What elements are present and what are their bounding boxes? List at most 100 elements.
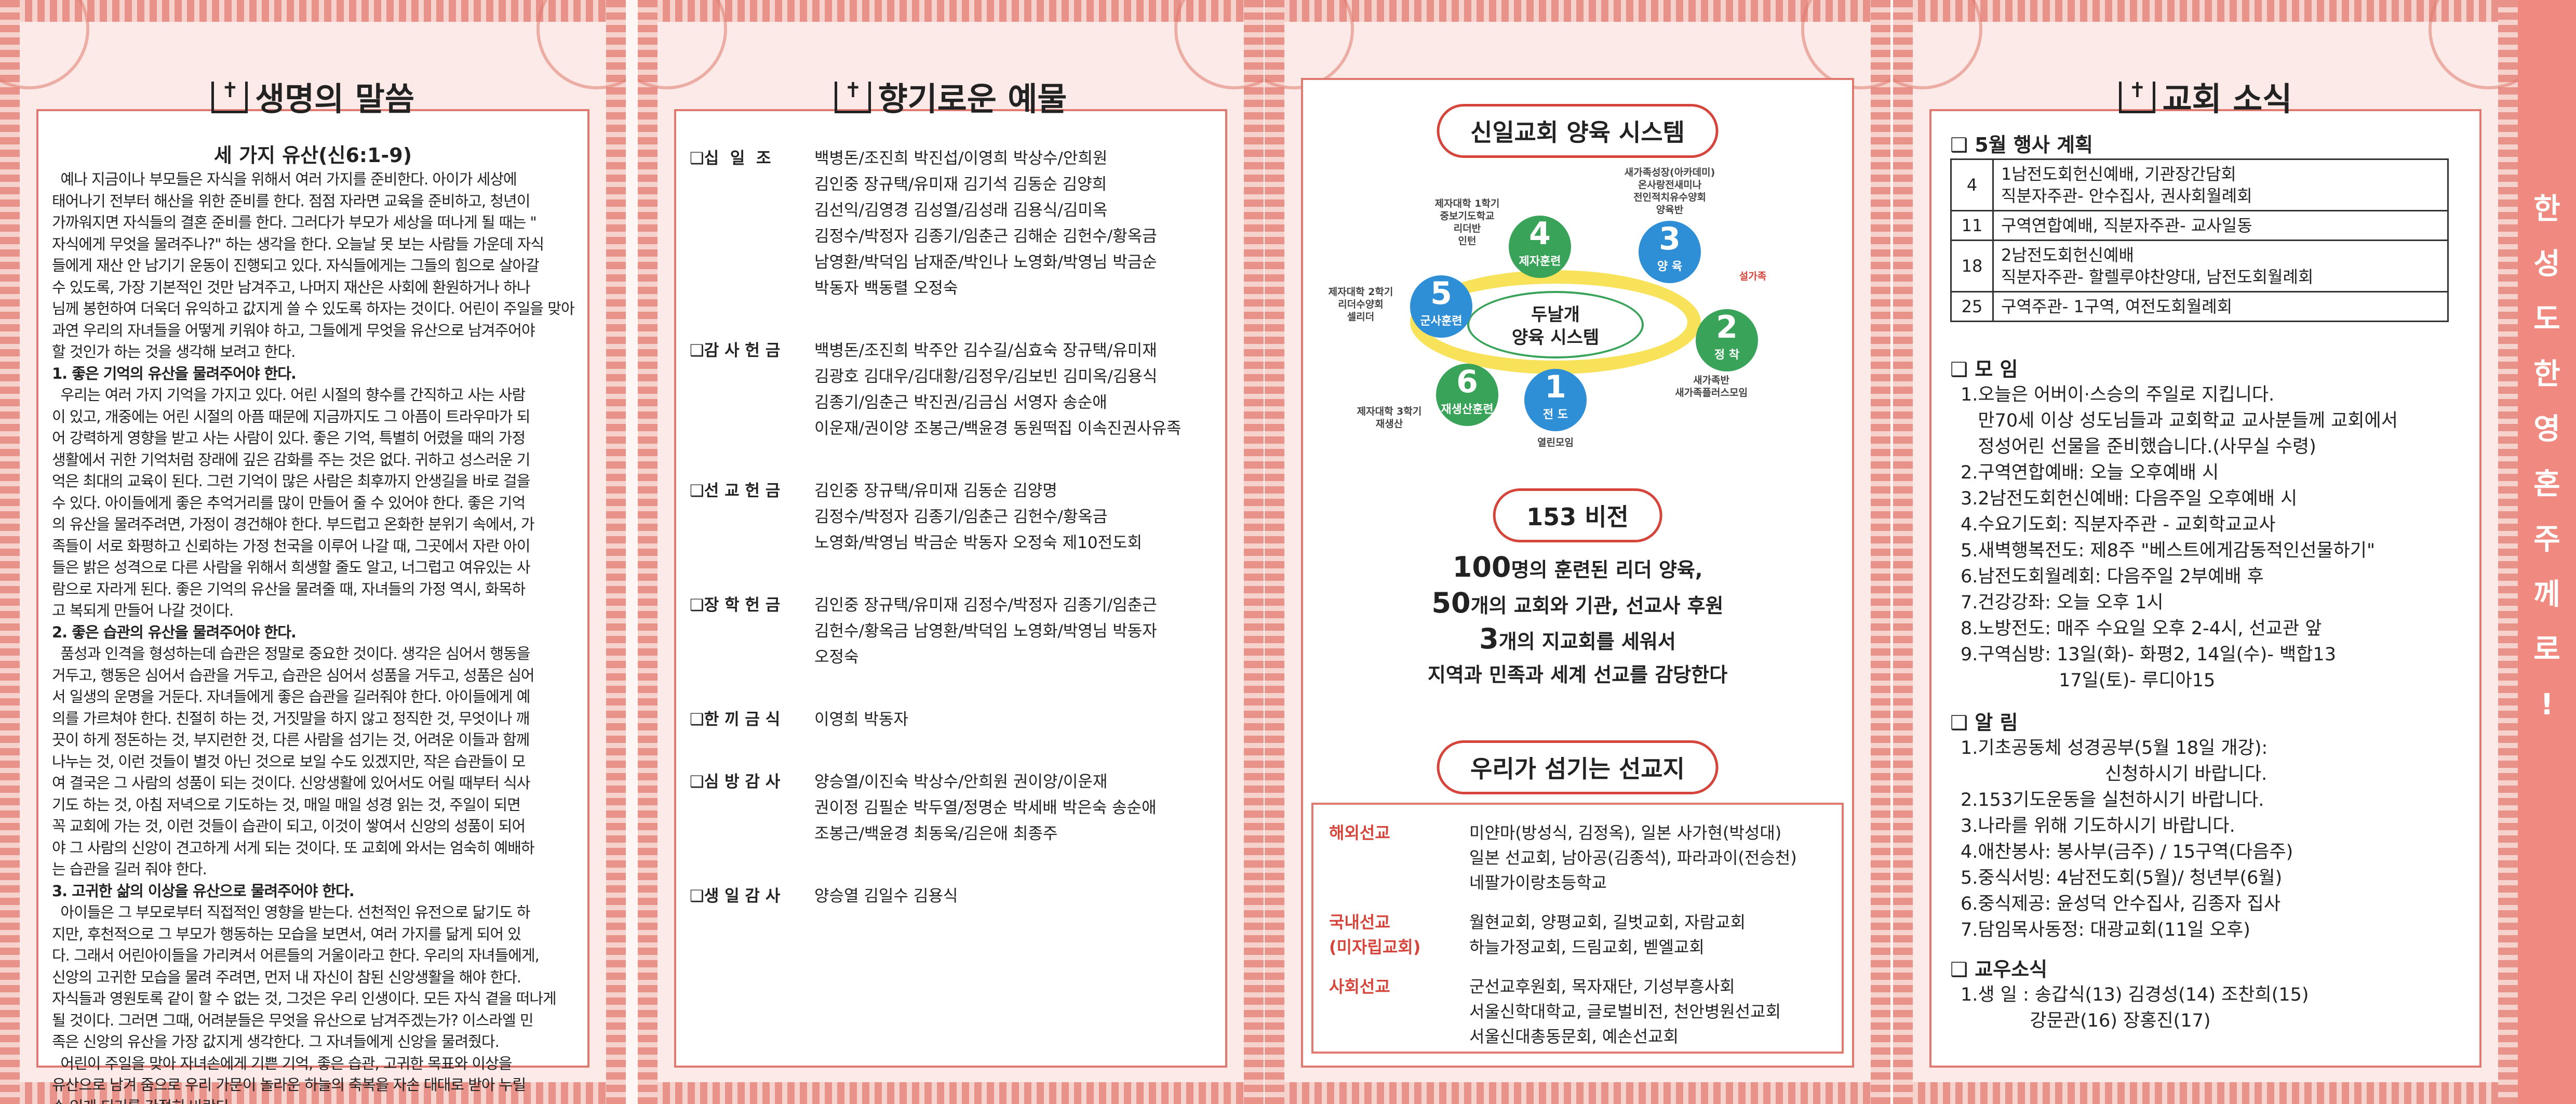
content-frame — [36, 109, 589, 1068]
offering-line: 백병돈/조진희 박진섭/이영희 박상수/안희원 — [814, 149, 1108, 168]
sermon-line: 나누는 것, 이런 것들이 별것 아닌 것으로 보일 수도 있겠지만, 작은 습… — [52, 752, 526, 770]
mission-line: 월현교회, 양평교회, 길벗교회, 자람교회 — [1469, 912, 1746, 932]
slogan-char: ! — [2540, 688, 2554, 722]
vision-number: 50 — [1431, 587, 1471, 619]
offering-line: 김정수/박정자 김종기/임춘근 김헌수/황옥금 — [814, 508, 1108, 526]
slogan-char: 영 — [2533, 413, 2560, 446]
event-day: 25 — [1950, 291, 1994, 322]
sermon-line: 예나 지금이나 부모들은 자식을 위해서 여러 가지를 준비한다. 아이가 세상… — [52, 170, 517, 188]
mission-line: 서울신대총동문회, 예손선교회 — [1469, 1027, 1679, 1046]
sermon-line: 어 강력하게 영향을 받고 사는 사람이 있다. 좋은 기억, 특별히 어렸을 … — [52, 429, 526, 447]
meet-line: 정성어린 선물을 준비했습니다.(사무실 수령) — [1961, 436, 2316, 457]
mission-category: 국내선교(미자립교회) — [1329, 910, 1433, 960]
panel-title: 생명의 말씀 — [0, 73, 626, 119]
offering-line: 이운재/권이양 조봉근/백윤경 동원떡집 이속진권사유족 — [814, 419, 1182, 438]
sermon-line: 자식에게 무엇을 물려주나?" 하는 생각을 한다. 오늘날 못 보는 사람들 … — [52, 235, 544, 253]
bible-icon — [2118, 78, 2155, 113]
sermon-line: 거두고, 행동은 심어서 습관을 거두고, 습관은 심어서 성품을 거두고, 성… — [52, 666, 535, 684]
sermon-line: 가까워지면 자식들의 결혼 준비를 한다. 그러다가 부모가 세상을 떠나게 될… — [52, 214, 537, 231]
slogan-char: 혼 — [2533, 468, 2560, 501]
sermon-line: 다. 그래서 어린아이들을 가리켜서 어른들의 거울이라고 한다. 우리의 자녀… — [52, 947, 540, 964]
event-line: 구역주관- 1구역, 여전도회월례회 — [2001, 297, 2233, 316]
section-pill-vision: 153 비전 — [1493, 488, 1662, 542]
offering-label: ❑장 학 헌 금 — [690, 596, 781, 615]
sermon-line: 의 유산을 물려주려면, 가정이 경건해야 한다. 부드럽고 온화한 분위기 속… — [52, 515, 535, 533]
center-line: 양육 시스템 — [1511, 327, 1600, 348]
vision-number: 3 — [1479, 622, 1499, 655]
border — [1265, 0, 1284, 1104]
slogan-char: 성 — [2533, 247, 2560, 281]
sermon-line: 족들이 서로 화평하고 신뢰하는 가정 천국을 이루어 나갈 때, 그곳에서 자… — [52, 537, 530, 555]
sermon-line: 이 있고, 개중에는 어린 시절의 아픔 때문에 지금까지도 그 아픔이 트라우… — [52, 407, 530, 425]
members-heading: ❑ 교우소식 — [1950, 958, 2048, 981]
sermon-line: 는 습관을 길러 줘야 한다. — [52, 860, 207, 878]
events-heading: ❑ 5월 행사 계획 — [1950, 134, 2093, 156]
offering-line: 양승열/이진숙 박상수/안희원 권이양/이운재 — [814, 773, 1108, 791]
offering-line: 김선익/김영경 김성열/김성래 김용식/김미옥 — [814, 201, 1108, 220]
sermon-line: 유산으로 남겨 줌으로 우리 가문이 놀라운 하늘의 축복을 자손 대대로 받아… — [52, 1076, 526, 1094]
sermon-line: 님께 봉헌하여 더욱더 유익하고 값지게 쓸 수 있도록 하자는 것이다. 어린… — [52, 300, 575, 317]
center-line: 두날개 — [1531, 304, 1580, 325]
event-day: 4 — [1950, 158, 1994, 211]
sermon-line: 서 일생의 운명을 거둔다. 자녀들에게 좋은 습관을 길러줘야 한다. 아이들… — [52, 688, 530, 706]
vision-text: 지역과 민족과 세계 선교를 감당한다 — [1427, 663, 1728, 686]
offering-line: 김광호 김대우/김대황/김정우/김보빈 김미옥/김용식 — [814, 367, 1158, 386]
offering-line: 권이정 김필순 박두열/정명순 박세배 박은숙 송순애 — [814, 799, 1157, 817]
event-desc: 구역연합예배, 직분자주관- 교사일동 — [1992, 210, 2449, 241]
event-row: 25 구역주관- 1구역, 여전도회월례회 — [1950, 291, 2449, 322]
sermon-line: 품성과 인격을 형성하는데 습관은 정말로 중요한 것이다. 생각은 심어서 행… — [52, 645, 530, 662]
mission-category-line: 국내선교 — [1329, 912, 1390, 932]
border — [1893, 0, 1913, 1104]
sermon-line: 과연 우리의 자녀들을 어떻게 키워야 하고, 그들에게 무엇을 유산으로 남겨… — [52, 321, 535, 339]
notice-line: 신청하시기 바랍니다. — [1961, 764, 2268, 784]
center-ellipse: 두날개 양육 시스템 — [1467, 291, 1644, 358]
notice-line: 7.담임목사동정: 대광교회(11일 오후) — [1961, 920, 2250, 940]
mission-line: 네팔가이랑초등학교 — [1469, 873, 1607, 893]
sermon-line: 들은 밝은 성격으로 다른 사람을 위해서 희생할 줄도 알고, 너그럽고 여유… — [52, 558, 530, 576]
ornament — [1801, 0, 1890, 89]
label-3: 설가족 — [1739, 271, 1767, 282]
sermon-line: 수 있게 되기를 간절히 바란다. — [52, 1096, 579, 1104]
meetings-list: 1.오늘은 어버이·스승의 주일로 지킵니다. 만70세 이상 성도님들과 교회… — [1961, 382, 2461, 694]
panel-sermon: 생명의 말씀 세 가지 유산(신6:1-9) 예나 지금이나 부모들은 자식을 … — [0, 0, 626, 1104]
vision-line: 3개의 지교회를 세워서 — [1265, 622, 1890, 658]
offering-line: 김정수/박정자 김종기/임춘근 김해순 김헌수/황옥금 — [814, 227, 1157, 246]
event-line: 2남전도회헌신예배 — [2001, 245, 2134, 265]
notice-line: 5.중식서빙: 4남전도회(5월)/ 청년부(6월) — [1961, 868, 2283, 888]
border — [0, 0, 20, 1104]
mission-places: 미얀마(방성식, 김정옥), 일본 사가현(박성대)일본 선교회, 남아공(김종… — [1469, 820, 1831, 895]
slogan-char: 도 — [2533, 302, 2560, 336]
sermon-line: 람으로 자라게 된다. 좋은 기억의 유산을 물려줄 때, 자녀들의 가정 역시… — [52, 580, 526, 598]
sermon-line: 끗이 하게 정돈하는 것, 부지런한 것, 다른 사람을 섬기는 것, 어려운 … — [52, 731, 530, 749]
mission-line: 미얀마(방성식, 김정옥), 일본 사가현(박성대) — [1469, 823, 1782, 843]
content-frame — [674, 109, 1227, 1068]
notice-line: 2.153기도운동을 실천하시기 바랍니다. — [1961, 790, 2264, 810]
border — [1893, 1082, 2518, 1104]
sermon-line: 우리는 여러 가지 기억을 가지고 있다. 어린 시절의 향수를 간직하고 사는… — [52, 386, 526, 404]
meet-line: 1.오늘은 어버이·스승의 주일로 지킵니다. — [1961, 384, 2275, 405]
notice-line: 1.기초공동체 성경공부(5월 18일 개강): — [1961, 738, 2268, 759]
meet-line: 7.건강강좌: 오늘 오후 1시 — [1961, 592, 2164, 613]
sermon-line: 할 것인가 하는 것을 생각해 보려고 한다. — [52, 343, 296, 361]
offering-line: 김인중 장규택/유미재 김정수/박정자 김종기/임춘근 — [814, 596, 1157, 615]
meet-line: 6.남전도회월례회: 다음주일 2부예배 후 — [1961, 566, 2264, 587]
offering-label: ❑생 일 감 사 — [690, 887, 781, 906]
event-line: 구역연합예배, 직분자주관- 교사일동 — [2001, 216, 2252, 235]
offering-line: 김인중 장규택/유미재 김동순 김양명 — [814, 482, 1057, 500]
bible-icon — [211, 78, 248, 113]
meet-line: 8.노방전도: 매주 수요일 오후 2-4시, 선교관 앞 — [1961, 618, 2322, 639]
vision-line: 지역과 민족과 세계 선교를 감당한다 — [1265, 658, 1890, 691]
